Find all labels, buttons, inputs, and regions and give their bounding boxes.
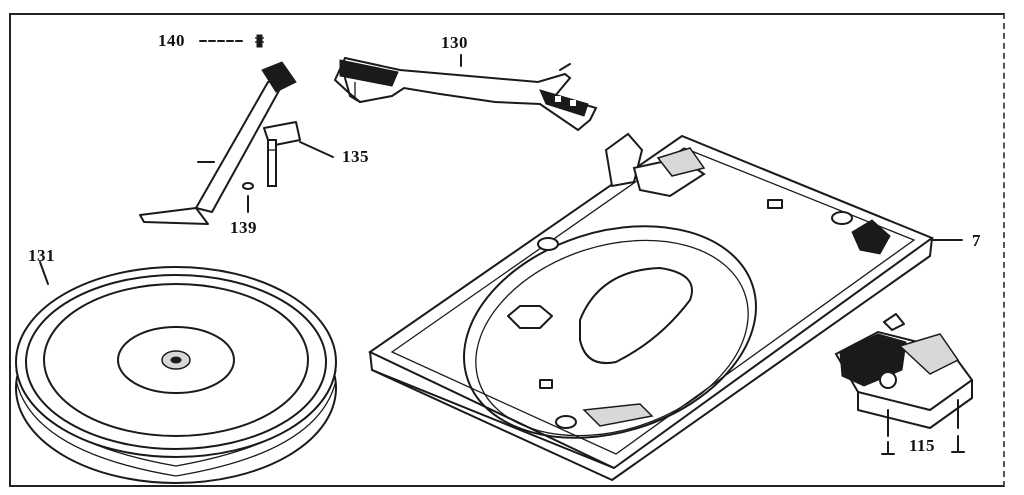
slot-lower: [539, 379, 553, 389]
leader-line-131: [39, 261, 49, 285]
screw-hole-left: [537, 237, 559, 251]
label-part-130: 130: [441, 33, 468, 52]
motor-pulley: [879, 371, 897, 389]
cartridge-head: [339, 59, 399, 87]
leader-line-135: [299, 141, 334, 158]
label-part-7: 7: [972, 231, 981, 250]
tonearm-pivot-housing: [604, 132, 644, 188]
washer-shape: [242, 182, 254, 190]
tonearm-rear-block: [539, 89, 589, 117]
pivot-post: [267, 139, 277, 187]
part-130-tonearm: [333, 54, 598, 132]
motor-mount-hole: [507, 305, 553, 329]
part-131-platter: [15, 261, 337, 484]
screw-shape: [256, 34, 263, 48]
platter-label-area: [117, 326, 235, 394]
diagram-border: [9, 13, 1005, 487]
part-115-motor: [834, 313, 974, 455]
platter-well: [463, 225, 757, 439]
platter-surface: [43, 283, 309, 437]
well-cutout: [579, 266, 693, 364]
bracket-top: [261, 61, 297, 93]
part-140-screw: [199, 34, 264, 48]
part-7-base-plate: [368, 132, 963, 481]
label-part-115: 115: [909, 436, 936, 455]
label-part-131: 131: [28, 246, 55, 265]
slot-upper: [767, 199, 783, 209]
arm-rest-clip: [851, 219, 891, 255]
part-139-washer: [242, 182, 254, 213]
bracket-foot: [139, 207, 209, 225]
screw-hole-bottom: [555, 415, 577, 429]
bottom-clip: [582, 403, 654, 427]
label-part-135: 135: [342, 147, 369, 166]
label-part-139: 139: [230, 218, 257, 237]
part-135-arm-rest: [139, 61, 334, 225]
label-part-140: 140: [158, 31, 185, 50]
screw-hole-right: [831, 211, 853, 225]
